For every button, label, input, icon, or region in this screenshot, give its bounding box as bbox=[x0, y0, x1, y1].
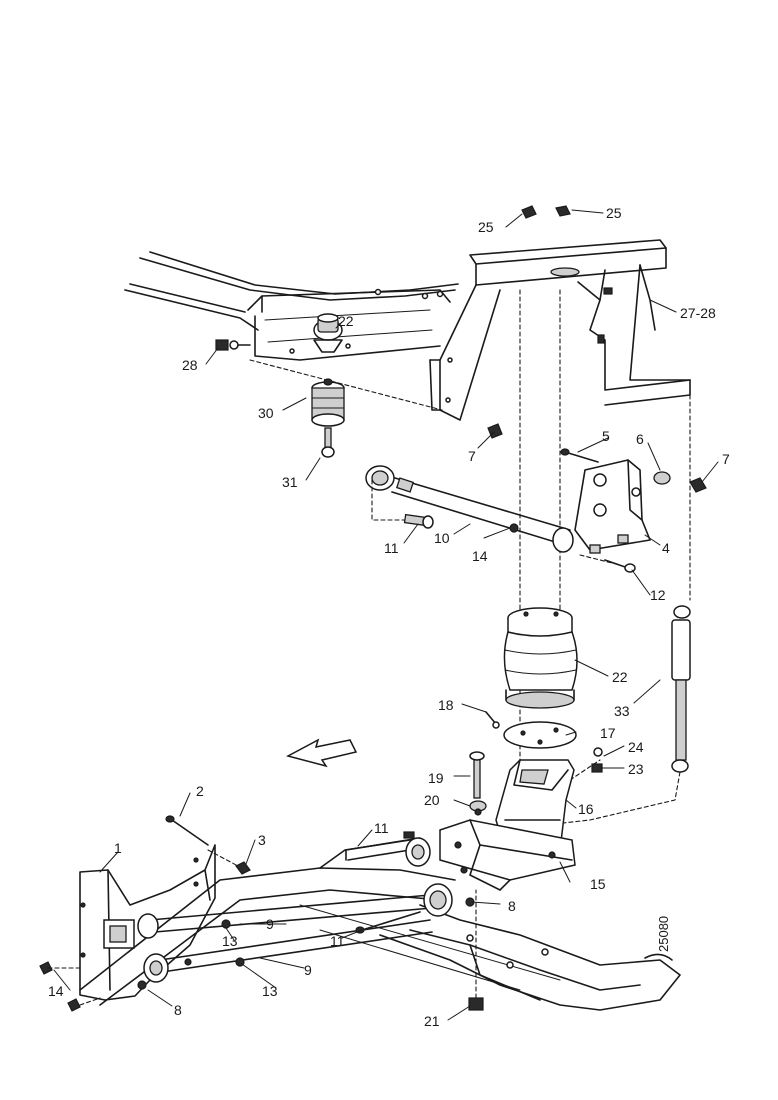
callout-13-lower: 13 bbox=[262, 983, 278, 999]
air-spring-pedestal-16 bbox=[495, 759, 575, 851]
callout-8-left: 8 bbox=[174, 1002, 182, 1018]
callout-2: 2 bbox=[196, 783, 204, 799]
callout-24: 24 bbox=[628, 739, 644, 755]
callout-25: 25 bbox=[478, 219, 494, 235]
callout-13-upper: 13 bbox=[222, 933, 238, 949]
callout-7-left: 7 bbox=[468, 448, 476, 464]
callout-11-upper: 11 bbox=[384, 540, 399, 556]
callout-labels: 1 2 3 4 5 6 7 7 8 8 9 9 10 11 11 11 12 1… bbox=[48, 205, 730, 1029]
callout-9-lower: 9 bbox=[304, 962, 312, 978]
nut-29 bbox=[215, 339, 251, 351]
nut-23-24 bbox=[569, 747, 603, 781]
callout-12: 12 bbox=[650, 587, 666, 603]
upper-chassis-rail bbox=[124, 251, 459, 411]
bolt-5 bbox=[560, 448, 599, 463]
shock-absorber-33 bbox=[469, 605, 691, 833]
frame-bracket-1 bbox=[79, 844, 216, 1001]
callout-30: 30 bbox=[258, 405, 274, 421]
washer-20 bbox=[469, 800, 487, 816]
nut-3 bbox=[207, 849, 251, 875]
nut-14-lower bbox=[39, 961, 101, 1012]
frame-bracket-27-28 bbox=[429, 239, 691, 421]
callout-19: 19 bbox=[428, 770, 444, 786]
callout-9-upper: 9 bbox=[266, 916, 274, 932]
callout-21: 21 bbox=[424, 1013, 440, 1029]
callout-18: 18 bbox=[438, 697, 454, 713]
bump-stop-upper bbox=[313, 313, 343, 353]
callout-8-right: 8 bbox=[508, 898, 516, 914]
leader-lines bbox=[53, 209, 719, 1021]
callout-14-upper: 14 bbox=[472, 548, 488, 564]
screw-18 bbox=[485, 711, 500, 729]
callout-22-upper: 22 bbox=[338, 313, 354, 329]
callout-6: 6 bbox=[636, 431, 644, 447]
bolt-2 bbox=[165, 815, 209, 846]
bushing-6 bbox=[653, 471, 671, 485]
axle-bracket-4 bbox=[574, 459, 651, 554]
callout-3: 3 bbox=[258, 832, 266, 848]
callout-1: 1 bbox=[114, 840, 122, 856]
lower-rod-9-upper bbox=[137, 883, 453, 939]
lower-rod-9-lower bbox=[143, 919, 433, 983]
callout-26: 25 bbox=[606, 205, 622, 221]
bolt-12 bbox=[604, 559, 636, 573]
rod-11-lower bbox=[345, 831, 431, 867]
callout-17: 17 bbox=[600, 725, 616, 741]
callout-33: 33 bbox=[614, 703, 630, 719]
document-number: 25080 bbox=[656, 916, 671, 952]
callout-10: 10 bbox=[434, 530, 450, 546]
callout-14-lower: 14 bbox=[48, 983, 64, 999]
callout-29: 28 bbox=[182, 357, 198, 373]
lower-axle-frame bbox=[79, 839, 681, 1011]
callout-15: 15 bbox=[590, 876, 606, 892]
callout-5: 5 bbox=[602, 428, 610, 444]
direction-arrow-icon bbox=[285, 738, 358, 768]
washer-14-upper bbox=[509, 523, 519, 533]
callout-11-mid: 11 bbox=[374, 820, 389, 836]
callout-11-lower: 11 bbox=[330, 933, 345, 949]
callout-20: 20 bbox=[424, 792, 440, 808]
air-spring-22 bbox=[503, 607, 578, 709]
nut-21 bbox=[468, 889, 484, 1011]
callout-23: 23 bbox=[628, 761, 644, 777]
callout-7-right: 7 bbox=[722, 451, 730, 467]
axle-seat-15 bbox=[439, 819, 576, 891]
bolt-11-upper bbox=[403, 513, 434, 529]
nut-25 bbox=[521, 205, 571, 219]
callout-22-airspring: 22 bbox=[612, 669, 628, 685]
torque-rod-10 bbox=[365, 465, 621, 566]
callout-4: 4 bbox=[662, 540, 670, 556]
callout-31: 31 bbox=[282, 474, 298, 490]
rubber-bump-stop-30 bbox=[311, 378, 345, 427]
callout-16: 16 bbox=[578, 801, 594, 817]
bolt-31 bbox=[321, 427, 335, 458]
bolt-19 bbox=[469, 751, 485, 799]
plate-17 bbox=[503, 721, 577, 749]
callout-27-28: 27-28 bbox=[680, 305, 716, 321]
